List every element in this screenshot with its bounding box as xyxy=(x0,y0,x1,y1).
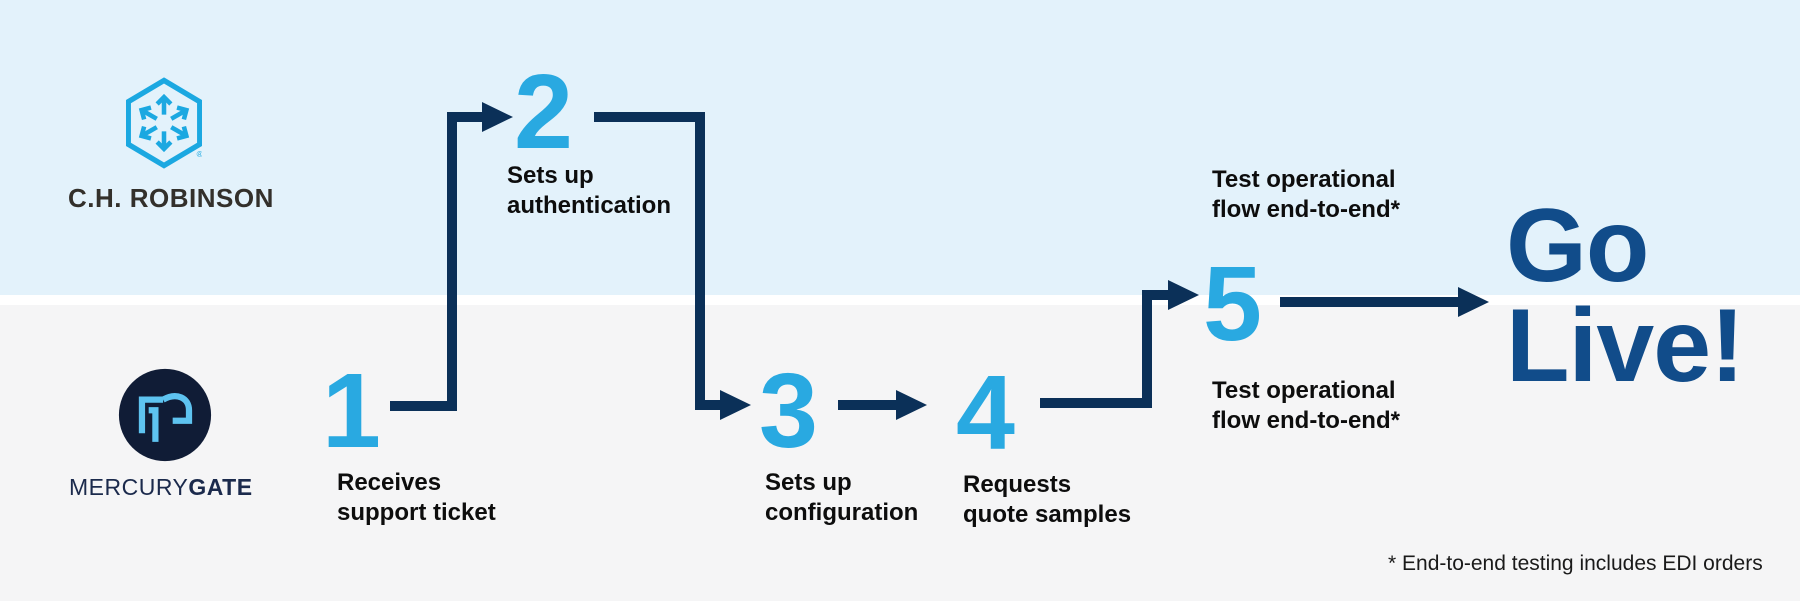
bottom-lane-background xyxy=(0,305,1800,601)
step-2-label: Sets up authentication xyxy=(507,162,672,219)
connector-1-to-2 xyxy=(390,112,482,411)
step-4-label: Requests quote samples xyxy=(963,471,1132,528)
chr-logo: ® C.H. ROBINSON xyxy=(60,70,280,220)
step-5-label-above: Test operational flow end-to-end* xyxy=(1212,166,1400,223)
arrowhead-to-go xyxy=(1458,287,1489,317)
connector-2-to-3 xyxy=(594,112,720,410)
top-lane-background xyxy=(0,0,1800,295)
lane-divider xyxy=(0,295,1800,305)
mg-logo: MERCURYGATE xyxy=(60,367,280,507)
footnote: * End-to-end testing includes EDI orders xyxy=(1388,552,1763,575)
chr-trademark-symbol: ® xyxy=(197,149,202,159)
step-3-number: 3 xyxy=(759,352,818,470)
mg-monogram-icon xyxy=(118,368,212,462)
step-1-label: Receives support ticket xyxy=(337,469,496,526)
chr-wordmark: C.H. ROBINSON xyxy=(68,183,274,213)
step-5-label-below: Test operational flow end-to-end* xyxy=(1212,377,1400,434)
go-live-text: Go Live! xyxy=(1506,188,1745,404)
arrowhead-to-5 xyxy=(1168,280,1199,310)
step-5-number: 5 xyxy=(1203,245,1262,363)
mg-wordmark: MERCURYGATE xyxy=(69,474,279,501)
arrowhead-to-4 xyxy=(896,390,927,420)
chr-hexagon-icon: ® xyxy=(126,77,202,169)
arrowhead-to-3 xyxy=(720,390,751,420)
mg-wordmark-mercury: MERCURY xyxy=(69,474,189,500)
mg-wordmark-gate: GATE xyxy=(188,474,253,500)
step-3-label: Sets up configuration xyxy=(765,469,919,526)
arrowhead-to-2 xyxy=(482,102,513,132)
step-1-number: 1 xyxy=(322,352,381,470)
connector-4-to-5 xyxy=(1040,290,1168,408)
step-4-number: 4 xyxy=(956,354,1015,472)
step-2-number: 2 xyxy=(514,53,573,171)
